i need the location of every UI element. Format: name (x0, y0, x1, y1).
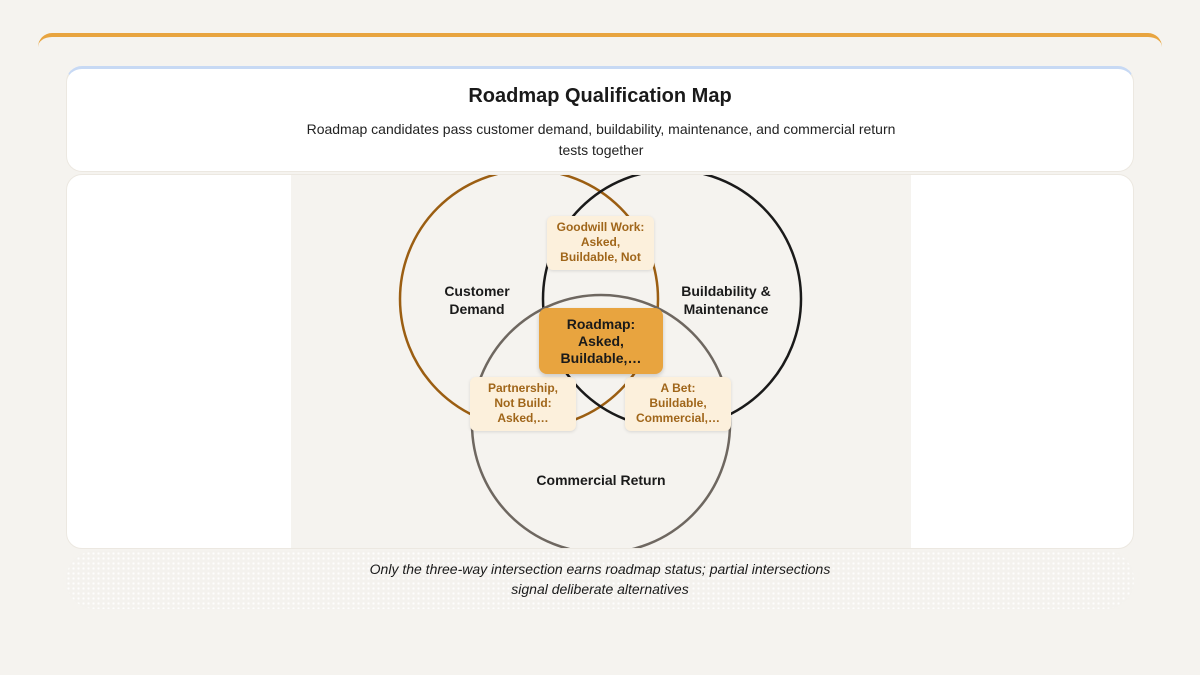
buildability-label-line2: Maintenance (683, 301, 769, 317)
commercial-return-label-line1: Commercial Return (536, 472, 666, 488)
goodwill-work-line3: Buildable, Not (560, 250, 641, 264)
partnership-tag: Partnership, Not Build: Asked,… (470, 377, 576, 431)
goodwill-work-line2: Asked, (580, 235, 621, 249)
goodwill-work-line1: Goodwill Work: (556, 220, 645, 234)
page-subtitle: Roadmap candidates pass customer demand,… (306, 121, 896, 158)
customer-demand-label-line1: Customer (444, 283, 510, 299)
roadmap-center-tag: Roadmap: Asked, Buildable,… (539, 308, 663, 374)
commercial-return-label: Commercial Return (511, 471, 691, 489)
customer-demand-label-line2: Demand (449, 301, 505, 317)
customer-demand-label: Customer Demand (407, 282, 547, 318)
venn-diagram: Customer Demand Buildability & Maintenan… (291, 175, 911, 548)
buildability-label-line1: Buildability & (681, 283, 771, 299)
footer-card: Only the three-way intersection earns ro… (66, 551, 1134, 609)
a-bet-line2: Buildable, (649, 396, 707, 410)
header-card: Roadmap Qualification Map Roadmap candid… (66, 66, 1134, 172)
footer-note: Only the three-way intersection earns ro… (350, 559, 850, 599)
partnership-line3: Asked,… (497, 411, 549, 425)
diagram-card: Customer Demand Buildability & Maintenan… (66, 174, 1134, 549)
roadmap-line2: Asked, (578, 333, 624, 349)
roadmap-line3: Buildable,… (560, 350, 642, 366)
partnership-line2: Not Build: (494, 396, 552, 410)
roadmap-line1: Roadmap: (566, 316, 636, 332)
a-bet-tag: A Bet: Buildable, Commercial,… (625, 377, 731, 431)
footer-note-line1: Only the three-way intersection earns ro… (369, 561, 831, 577)
partnership-line1: Partnership, (487, 381, 559, 395)
goodwill-work-tag: Goodwill Work: Asked, Buildable, Not (547, 216, 654, 270)
a-bet-line3: Commercial,… (635, 411, 721, 425)
footer-note-line2: signal deliberate alternatives (511, 581, 689, 597)
page-title: Roadmap Qualification Map (468, 85, 732, 107)
buildability-label: Buildability & Maintenance (656, 282, 796, 318)
a-bet-line1: A Bet: (660, 381, 696, 395)
